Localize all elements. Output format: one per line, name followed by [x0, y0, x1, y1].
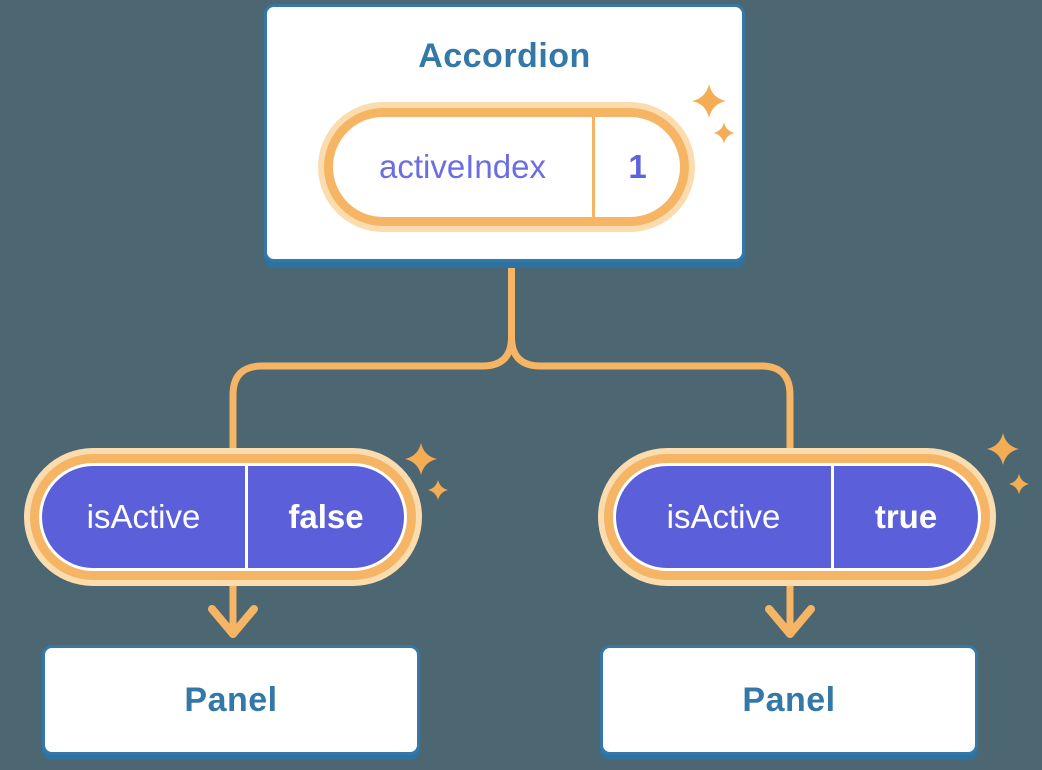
panel-left: Panel	[42, 645, 420, 755]
prop-pill-right: isActive true	[616, 466, 978, 568]
sparkle-icon	[405, 443, 448, 500]
prop-pill-left: isActive false	[42, 466, 404, 568]
prop-name-left: isActive	[86, 498, 201, 535]
state-value: 1	[628, 148, 647, 185]
pill-divider	[831, 466, 834, 568]
prop-value-right: true	[874, 498, 938, 535]
state-pill: activeIndex 1	[333, 117, 680, 217]
panel-right: Panel	[600, 645, 978, 755]
prop-value-left: false	[288, 498, 364, 535]
branch-line-right	[508, 255, 794, 629]
arrowhead-right-icon	[765, 605, 815, 638]
sparkle-icon	[987, 433, 1029, 494]
prop-name-right: isActive	[666, 498, 781, 535]
panel-right-label: Panel	[742, 680, 836, 719]
accordion-title: Accordion	[418, 37, 591, 75]
branch-line-left	[229, 255, 515, 629]
pill-divider	[592, 117, 595, 217]
panel-left-label: Panel	[184, 680, 278, 719]
state-name: activeIndex	[379, 148, 546, 185]
arrowhead-left-icon	[208, 605, 258, 638]
